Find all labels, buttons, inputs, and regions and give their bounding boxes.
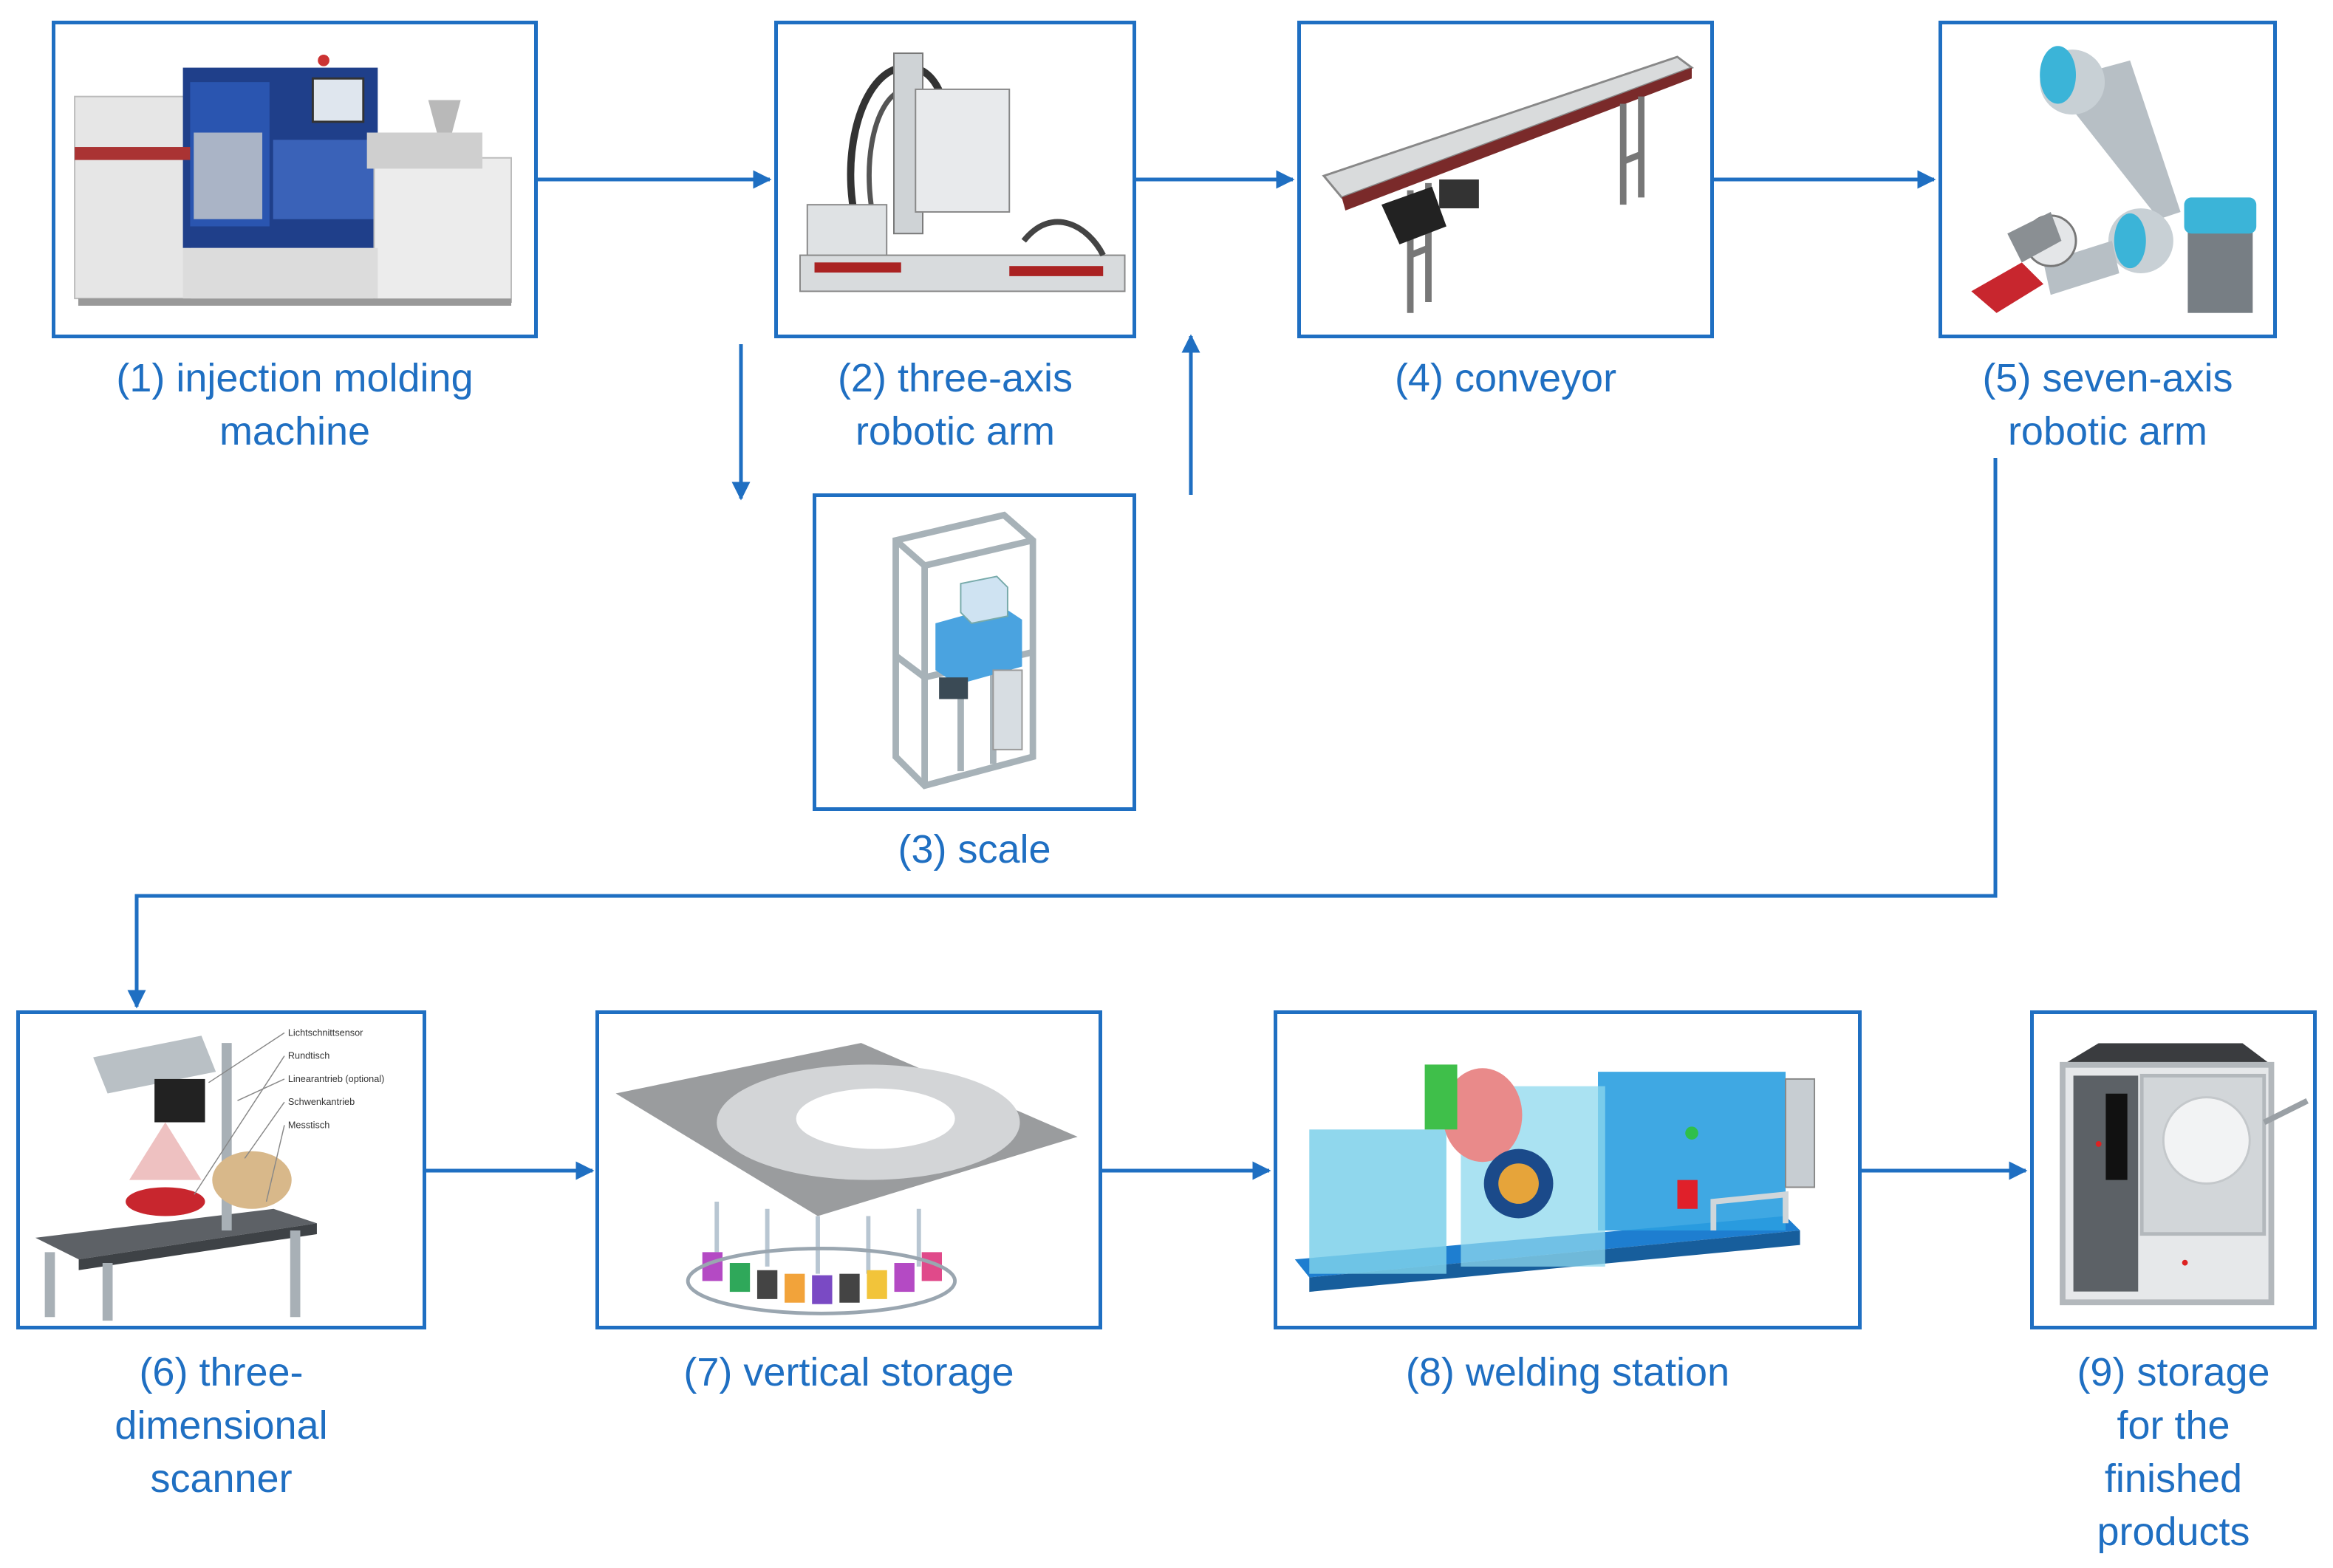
caption-line: (8) welding station — [1405, 1350, 1730, 1394]
storage-finished-products-image — [2060, 1043, 2309, 1306]
scanner-label-messtisch: Messtisch — [288, 1120, 329, 1130]
vertical-storage-image — [615, 1043, 1078, 1315]
node-conveyor — [1297, 21, 1714, 338]
caption-conveyor: (4) conveyor — [1297, 352, 1714, 405]
caption-three-axis-robotic-arm: (2) three-axis robotic arm — [774, 352, 1136, 458]
caption-line: (5) seven-axis — [1982, 356, 2233, 400]
node-vertical-storage — [595, 1010, 1102, 1329]
caption-line: (2) three-axis — [837, 356, 1073, 400]
node-seven-axis-robotic-arm — [1939, 21, 2277, 338]
caption-scale: (3) scale — [813, 823, 1136, 876]
welding-station-image — [1294, 1064, 1816, 1293]
caption-line: (7) vertical storage — [683, 1350, 1014, 1394]
caption-line: finished — [2104, 1456, 2243, 1501]
scanner-label-linearantrieb: Linearantrieb (optional) — [288, 1074, 384, 1084]
caption-seven-axis-robotic-arm: (5) seven-axis robotic arm — [1921, 352, 2295, 458]
seven-axis-robotic-arm-image — [1971, 46, 2257, 313]
node-three-axis-robotic-arm — [774, 21, 1136, 338]
caption-line: (3) scale — [898, 827, 1051, 872]
three-axis-robotic-arm-image — [799, 52, 1126, 292]
caption-line: machine — [219, 409, 371, 453]
caption-injection-molding-machine: (1) injection molding machine — [52, 352, 538, 458]
caption-vertical-storage: (7) vertical storage — [595, 1346, 1102, 1399]
node-scale — [813, 493, 1136, 811]
caption-line: (4) conveyor — [1394, 356, 1617, 400]
caption-line: scanner — [150, 1456, 293, 1501]
caption-line: products — [2097, 1510, 2250, 1554]
caption-three-dimensional-scanner: (6) three- dimensional scanner — [16, 1346, 426, 1505]
scale-image — [892, 511, 1036, 790]
caption-line: (1) injection molding — [116, 356, 474, 400]
scanner-label-schwenkantrieb: Schwenkantrieb — [288, 1097, 355, 1107]
injection-molding-machine-image — [74, 55, 512, 306]
scanner-label-lichtschnittsensor: Lichtschnittsensor — [288, 1027, 363, 1038]
node-storage-finished-products — [2030, 1010, 2317, 1329]
caption-line: dimensional — [115, 1403, 328, 1448]
conveyor-image — [1322, 55, 1695, 313]
node-injection-molding-machine — [52, 21, 538, 338]
three-dimensional-scanner-image: Lichtschnittsensor Rundtisch Linearantri… — [35, 1027, 384, 1321]
caption-welding-station: (8) welding station — [1274, 1346, 1862, 1399]
node-welding-station — [1274, 1010, 1862, 1329]
node-three-dimensional-scanner: Lichtschnittsensor Rundtisch Linearantri… — [16, 1010, 426, 1329]
caption-storage-finished-products: (9) storage for the finished products — [2030, 1346, 2317, 1558]
caption-line: robotic arm — [2007, 409, 2208, 453]
scanner-label-rundtisch: Rundtisch — [288, 1051, 329, 1061]
caption-line: robotic arm — [855, 409, 1056, 453]
caption-line: (6) three- — [139, 1350, 304, 1394]
arrow-5-to-6 — [127, 458, 1998, 1009]
caption-line: (9) storage — [2077, 1350, 2270, 1394]
caption-line: for the — [2117, 1403, 2230, 1448]
